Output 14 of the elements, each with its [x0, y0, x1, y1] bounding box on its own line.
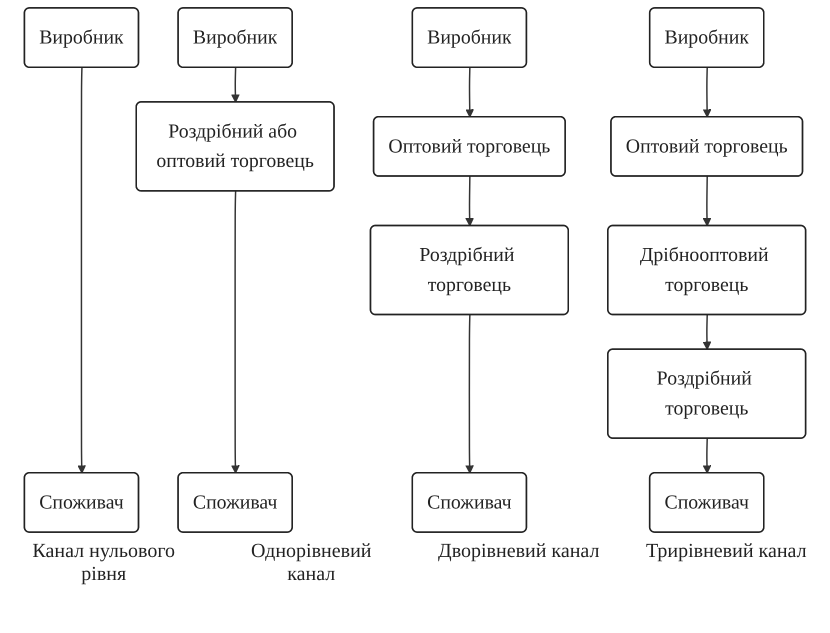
- arrow: [465, 68, 474, 118]
- arrow: [702, 314, 712, 350]
- arrow: [465, 176, 474, 226]
- arrow: [702, 438, 712, 474]
- channel-caption: Дворівневий канал: [437, 540, 600, 563]
- arrow: [702, 68, 712, 118]
- arrow: [77, 68, 86, 474]
- channel-caption: Однорівневий канал: [250, 540, 372, 586]
- arrow: [702, 176, 712, 226]
- arrow: [231, 191, 240, 474]
- channel-caption: Канал нульового рівня: [31, 540, 176, 586]
- arrow: [465, 314, 474, 474]
- arrow: [231, 68, 240, 103]
- channel-caption: Трирівневий канал: [644, 540, 808, 563]
